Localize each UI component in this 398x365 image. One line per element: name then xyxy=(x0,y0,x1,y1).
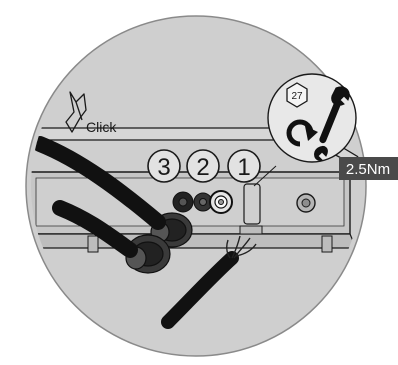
svg-text:3: 3 xyxy=(157,154,170,181)
step-3-marker: 3 xyxy=(148,150,180,182)
step-markers: 3 2 1 xyxy=(148,150,260,182)
torque-badge: 2.5Nm xyxy=(339,157,398,180)
click-label: Click xyxy=(86,119,117,135)
svg-text:1: 1 xyxy=(237,154,250,181)
step-2-marker: 2 xyxy=(187,150,219,182)
step-1-marker: 1 xyxy=(228,150,260,182)
svg-text:2: 2 xyxy=(196,154,209,181)
tool-inset: 27 xyxy=(268,74,356,162)
cable-glands xyxy=(173,191,232,213)
wrench-size-label: 27 xyxy=(291,91,303,102)
torque-label: 2.5Nm xyxy=(346,161,390,178)
